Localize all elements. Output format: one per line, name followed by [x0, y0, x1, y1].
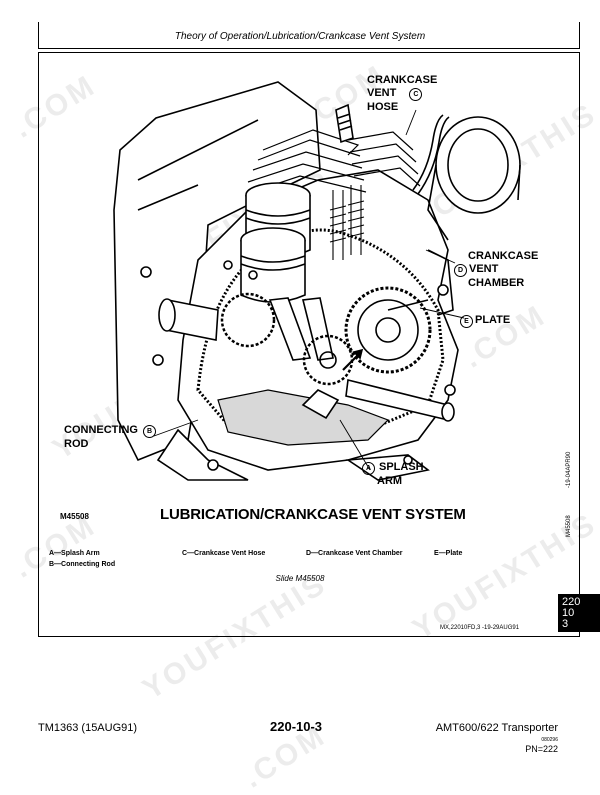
callout-text: CONNECTING B — [64, 424, 157, 438]
legend-item: B—Connecting Rod — [49, 561, 116, 568]
callout-letter: A — [362, 462, 375, 475]
figure-id: M45508 — [60, 512, 89, 521]
callout-text: HOSE — [367, 101, 399, 113]
callout-text: CRANKCASE — [468, 250, 539, 262]
legend-item: A—Splash Arm — [49, 550, 100, 557]
footer-page-number: 220-10-3 — [270, 719, 323, 734]
slide-reference: Slide M45508 — [275, 574, 325, 583]
callout-text: VENT C — [367, 87, 437, 101]
figure-title: LUBRICATION/CRANKCASE VENT SYSTEM — [160, 506, 466, 523]
footer-pn: PN=222 — [525, 744, 558, 754]
callout-text: CHAMBER — [468, 277, 525, 289]
legend-item: C—Crankcase Vent Hose — [182, 550, 266, 557]
tab-line: 10 — [562, 607, 575, 619]
engine-cutaway-illustration — [113, 81, 521, 481]
side-code: -19-04APR90 — [566, 451, 572, 488]
callout-crankcase-vent-hose: CRANKCASE VENT C HOSE — [367, 74, 437, 114]
header-frame — [38, 22, 580, 49]
callout-letter: D — [454, 264, 467, 277]
callout-letter: E — [460, 315, 473, 328]
section-tab: 220 10 3 — [558, 594, 600, 632]
document-reference: MX,22010FD,3 -19-29AUG91 — [440, 625, 520, 631]
callout-text: PLATE — [475, 314, 511, 326]
content-frame — [38, 52, 580, 637]
callout-letter: C — [409, 88, 423, 101]
tab-line: 3 — [562, 618, 569, 630]
section-title: Theory of Operation/Lubrication/Crankcas… — [174, 31, 426, 42]
tab-line: 220 — [562, 596, 581, 608]
legend-item: E—Plate — [434, 550, 463, 557]
callout-letter: B — [143, 425, 157, 438]
footer-code: 080296 — [541, 737, 558, 743]
legend-item: D—Crankcase Vent Chamber — [306, 550, 403, 557]
callout-text: ARM — [377, 475, 403, 487]
callout-connecting-rod: CONNECTING B ROD — [64, 424, 157, 451]
footer-manual-id: TM1363 (15AUG91) — [38, 722, 138, 734]
side-code: M45508 — [566, 515, 572, 537]
callout-text: ROD — [64, 438, 89, 450]
footer-product: AMT600/622 Transporter — [435, 722, 558, 734]
callout-text: CRANKCASE — [367, 74, 438, 86]
